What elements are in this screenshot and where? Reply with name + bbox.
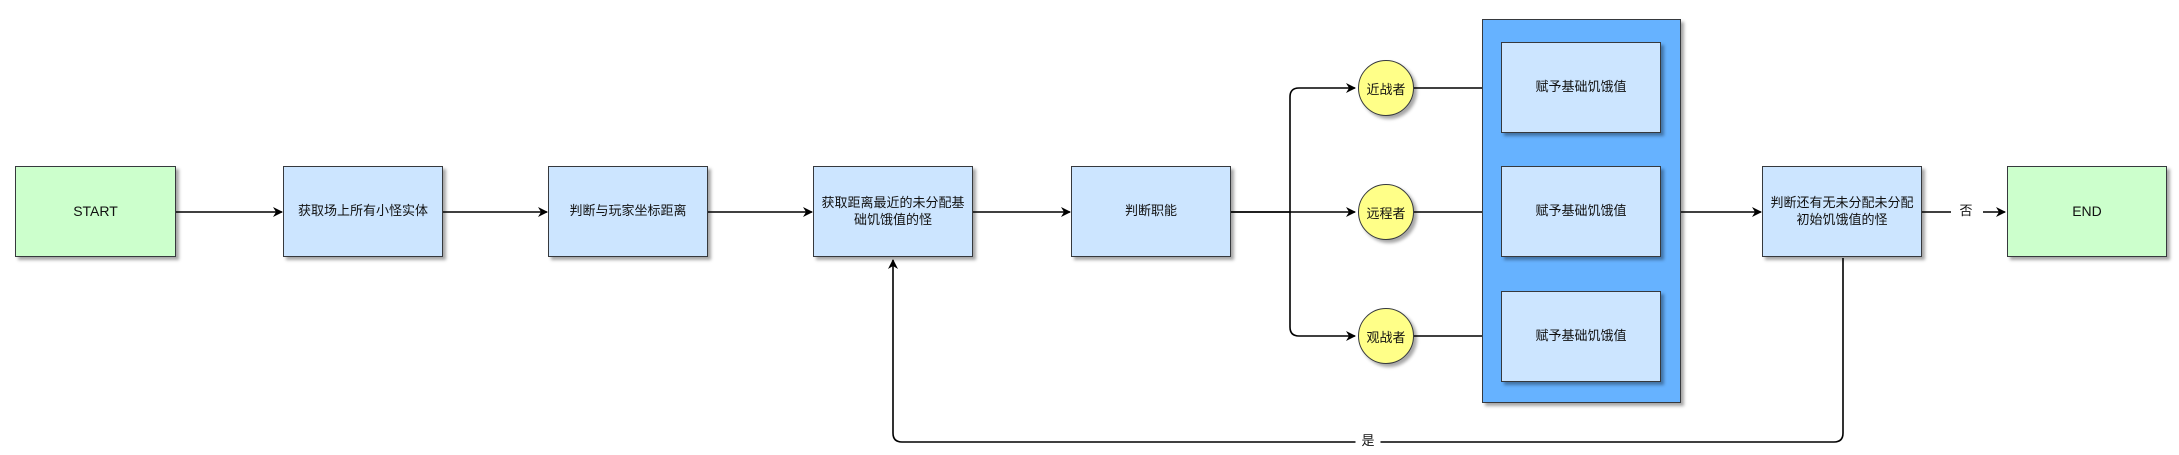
- judge-remaining-node: 判断还有无未分配未分配初始饥饿值的怪: [1762, 166, 1922, 257]
- edge-judge-role-to-spectator: [1289, 212, 1356, 341]
- get-nearest-label: 获取距离最近的未分配基础饥饿值的怪: [821, 195, 965, 227]
- end-node: END: [2007, 166, 2167, 257]
- assign-node-1-label: 赋予基础饥饿值: [1535, 79, 1627, 95]
- get-entities-node: 获取场上所有小怪实体: [283, 166, 443, 257]
- role-melee-node: 近战者: [1358, 60, 1414, 116]
- start-node: START: [15, 166, 176, 257]
- assign-node-2-label: 赋予基础饥饿值: [1535, 203, 1627, 219]
- judge-role-node: 判断职能: [1071, 166, 1231, 257]
- judge-distance-label: 判断与玩家坐标距离: [569, 203, 687, 219]
- assign-node-3: 赋予基础饥饿值: [1501, 291, 1661, 382]
- edge-label-yes: 是: [1355, 433, 1381, 449]
- role-ranged-label: 远程者: [1366, 205, 1406, 221]
- role-melee-label: 近战者: [1366, 81, 1406, 97]
- edge-label-no: 否: [1953, 203, 1979, 219]
- get-nearest-node: 获取距离最近的未分配基础饥饿值的怪: [813, 166, 973, 257]
- start-node-label: START: [73, 202, 118, 219]
- role-spectator-label: 观战者: [1366, 329, 1406, 345]
- assign-node-2: 赋予基础饥饿值: [1501, 166, 1661, 257]
- judge-distance-node: 判断与玩家坐标距离: [548, 166, 708, 257]
- edge-judge-role-to-melee: [1231, 83, 1356, 213]
- assign-node-1: 赋予基础饥饿值: [1501, 42, 1661, 133]
- role-ranged-node: 远程者: [1358, 184, 1414, 240]
- assign-node-3-label: 赋予基础饥饿值: [1535, 328, 1627, 344]
- role-spectator-node: 观战者: [1358, 308, 1414, 364]
- get-entities-label: 获取场上所有小怪实体: [297, 203, 428, 219]
- judge-role-label: 判断职能: [1124, 203, 1177, 219]
- end-node-label: END: [2072, 202, 2102, 219]
- judge-remaining-label: 判断还有无未分配未分配初始饥饿值的怪: [1770, 195, 1914, 227]
